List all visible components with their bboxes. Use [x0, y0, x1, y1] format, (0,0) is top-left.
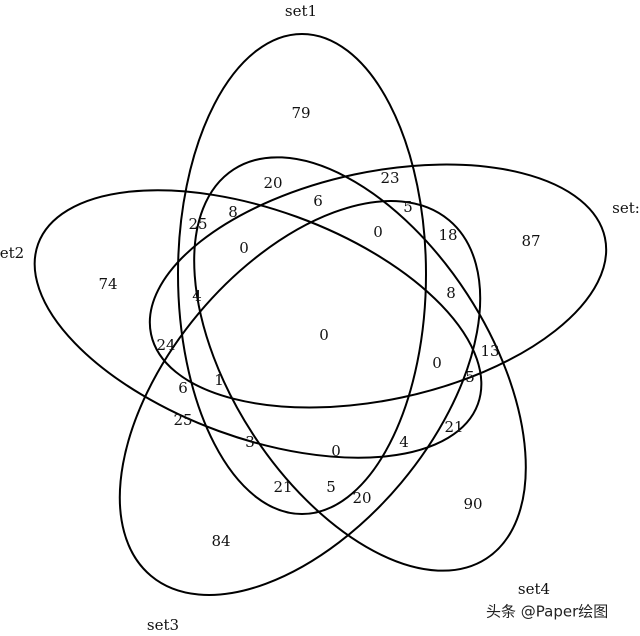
count-region: 13 — [480, 342, 499, 360]
set3-label: set3 — [147, 616, 179, 634]
count-region: 0 — [373, 223, 383, 241]
count-region: 6 — [178, 379, 188, 397]
count-region: 1 — [214, 371, 224, 389]
count-region: 21 — [273, 478, 292, 496]
count-region: 20 — [352, 489, 371, 507]
count-region: 0 — [432, 354, 442, 372]
count-region: 25 — [188, 215, 207, 233]
set1-ellipse — [177, 33, 427, 515]
count-only-set2: 74 — [98, 275, 117, 293]
count-only-set5: 87 — [521, 232, 540, 250]
set1-label: set1 — [285, 2, 317, 20]
count-region: 18 — [438, 226, 457, 244]
count-region: 8 — [446, 284, 456, 302]
count-region: 8 — [228, 203, 238, 221]
set2-label: et2 — [0, 244, 24, 262]
set5-ellipse — [148, 163, 608, 409]
count-only-set3: 84 — [211, 532, 230, 550]
set5-label: set: — [612, 199, 640, 217]
set4-label: set4 — [518, 580, 550, 598]
count-region: 0 — [239, 239, 249, 257]
count-region: 4 — [399, 433, 409, 451]
set2-ellipse — [33, 189, 483, 459]
count-region: 25 — [173, 411, 192, 429]
count-region: 6 — [313, 192, 323, 210]
count-region: 5 — [403, 198, 413, 216]
count-region: 5 — [326, 478, 336, 496]
count-region: 20 — [263, 174, 282, 192]
count-only-set4: 90 — [463, 495, 482, 513]
count-center: 0 — [319, 326, 329, 344]
count-region: 3 — [245, 433, 255, 451]
count-only-set1: 79 — [291, 104, 310, 122]
count-region: 5 — [465, 368, 475, 386]
watermark: 头条 @Paper绘图 — [486, 603, 608, 621]
count-region: 4 — [192, 287, 202, 305]
count-region: 0 — [331, 442, 341, 460]
set4-ellipse — [193, 156, 527, 572]
set3-ellipse — [118, 200, 482, 596]
count-region: 21 — [444, 418, 463, 436]
count-region: 23 — [380, 169, 399, 187]
count-region: 24 — [156, 336, 175, 354]
